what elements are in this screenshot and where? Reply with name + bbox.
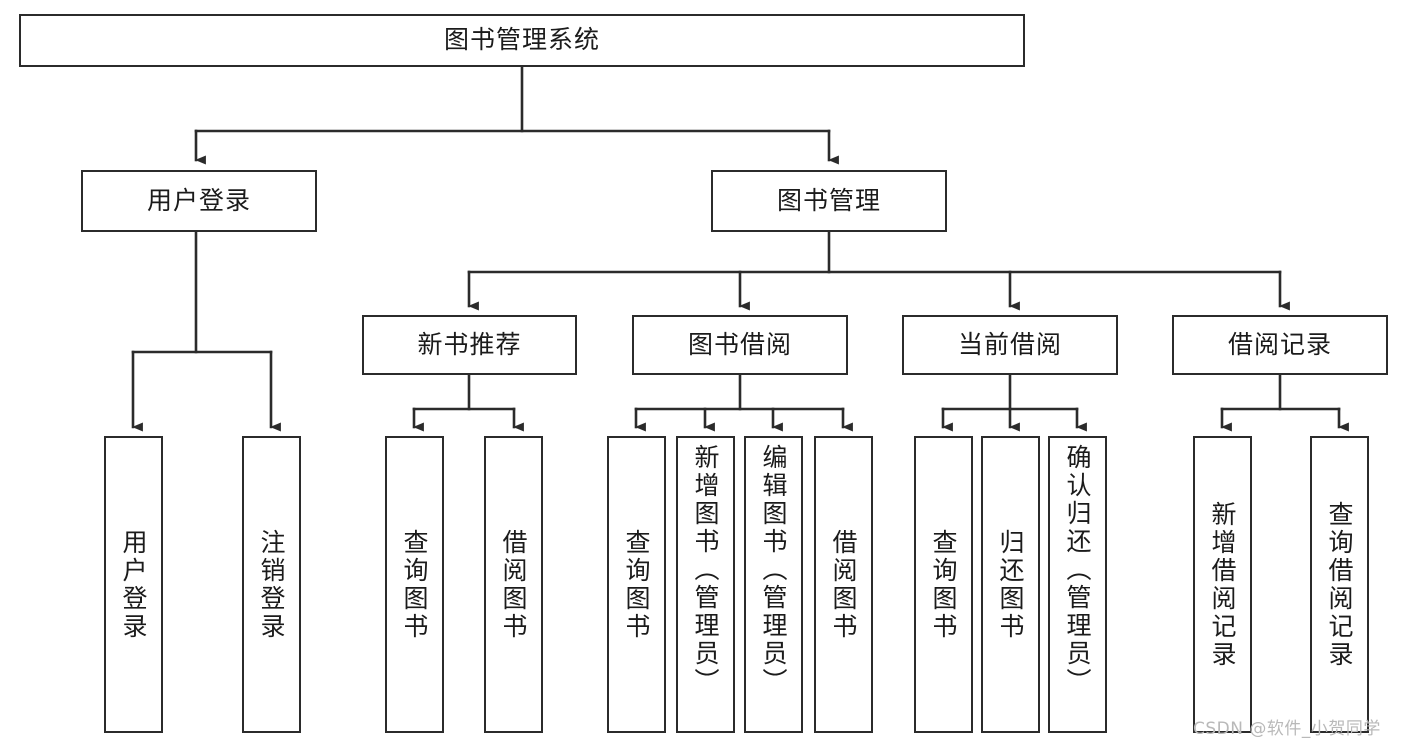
leaf-add-borrow-record[interactable]: 新增借阅记录 xyxy=(1193,436,1252,733)
leaf-confirm-return-admin[interactable]: 确认归还（管理员） xyxy=(1048,436,1107,733)
node-label: 新书推荐 xyxy=(417,329,522,359)
node-label: 归还图书 xyxy=(996,528,1025,641)
node-label: 借阅图书 xyxy=(499,528,528,641)
leaf-query-book-new-recommend[interactable]: 查询图书 xyxy=(385,436,444,733)
node-label: 查询图书 xyxy=(400,528,429,641)
node-new-book-recommend[interactable]: 新书推荐 xyxy=(362,315,577,375)
node-label: 当前借阅 xyxy=(957,329,1062,359)
watermark: CSDN @软件_小贺同学 xyxy=(1193,719,1381,739)
node-root-book-management-system[interactable]: 图书管理系统 xyxy=(19,14,1025,67)
node-label: 新增借阅记录 xyxy=(1208,500,1237,669)
leaf-query-book-borrow[interactable]: 查询图书 xyxy=(607,436,666,733)
node-user-login[interactable]: 用户登录 xyxy=(81,170,317,232)
node-label: 用户登录 xyxy=(146,185,251,215)
leaf-edit-book-admin[interactable]: 编辑图书（管理员） xyxy=(744,436,803,733)
leaf-user-login[interactable]: 用户登录 xyxy=(104,436,163,733)
leaf-return-book[interactable]: 归还图书 xyxy=(981,436,1040,733)
node-label: 查询图书 xyxy=(929,528,958,641)
leaf-add-book-admin[interactable]: 新增图书（管理员） xyxy=(676,436,735,733)
node-current-borrow[interactable]: 当前借阅 xyxy=(902,315,1118,375)
node-label: 查询借阅记录 xyxy=(1325,500,1354,669)
node-label: 用户登录 xyxy=(119,528,148,641)
leaf-logout-login[interactable]: 注销登录 xyxy=(242,436,301,733)
leaf-query-borrow-record[interactable]: 查询借阅记录 xyxy=(1310,436,1369,733)
leaf-borrow-book-new-recommend[interactable]: 借阅图书 xyxy=(484,436,543,733)
node-label: 编辑图书（管理员） xyxy=(759,444,788,696)
node-label: 图书管理 xyxy=(776,185,881,215)
node-label: 查询图书 xyxy=(622,528,651,641)
node-book-borrow[interactable]: 图书借阅 xyxy=(632,315,848,375)
node-label: 确认归还（管理员） xyxy=(1063,444,1092,696)
node-label: 新增图书（管理员） xyxy=(691,444,720,696)
leaf-query-book-current[interactable]: 查询图书 xyxy=(914,436,973,733)
node-label: 图书借阅 xyxy=(687,329,792,359)
node-label: 借阅图书 xyxy=(829,528,858,641)
node-label: 借阅记录 xyxy=(1227,329,1332,359)
node-borrow-record[interactable]: 借阅记录 xyxy=(1172,315,1388,375)
leaf-borrow-book-borrow[interactable]: 借阅图书 xyxy=(814,436,873,733)
node-label: 注销登录 xyxy=(257,528,286,641)
node-label: 图书管理系统 xyxy=(443,25,600,55)
node-book-management[interactable]: 图书管理 xyxy=(711,170,947,232)
